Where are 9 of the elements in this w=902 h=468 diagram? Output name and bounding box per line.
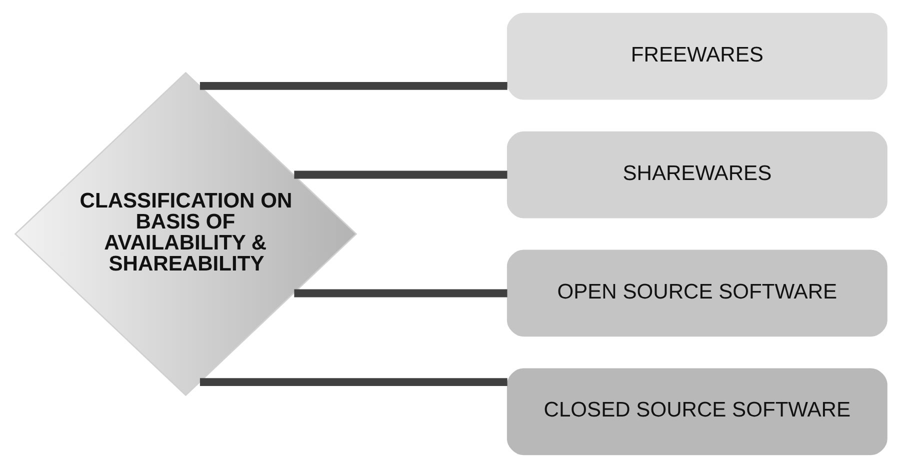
connector xyxy=(200,82,508,90)
connector xyxy=(294,289,508,298)
connector xyxy=(200,378,508,386)
node-box: OPEN SOURCE SOFTWARE xyxy=(506,250,888,337)
node-box: CLOSED SOURCE SOFTWARE xyxy=(506,368,888,456)
node-box: SHAREWARES xyxy=(506,131,888,218)
connector xyxy=(294,170,508,179)
node-box: FREEWARES xyxy=(506,12,888,100)
node-diamond: CLASSIFICATION ON BASIS OF AVAILABILITY & SHAREABILITY xyxy=(14,72,358,396)
